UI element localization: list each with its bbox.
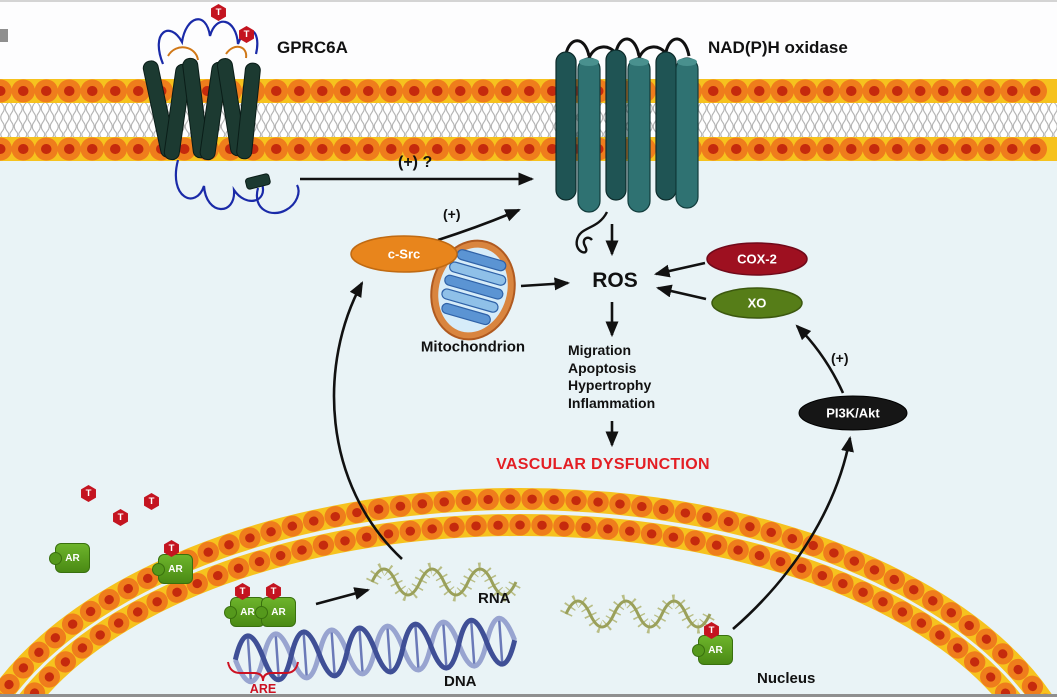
testosterone-badge: T: [144, 493, 159, 510]
ros-outcomes-list: Migration Apoptosis Hypertrophy Inflamma…: [568, 342, 655, 412]
xo-label: XO: [747, 295, 767, 311]
cox2-node: [706, 242, 808, 276]
xo-node: [711, 287, 803, 319]
arrow-pi3k-to-xo: [795, 324, 845, 394]
ar-label: AR: [168, 563, 183, 575]
testosterone-badge: T: [239, 26, 254, 43]
nadph-oxidase-structure: [555, 37, 699, 254]
arrow-csrc-to-nox: [437, 208, 521, 242]
nuclear-envelope: [0, 488, 1052, 694]
are-bracket: [227, 661, 299, 682]
testosterone-badge: T: [113, 509, 128, 526]
dna-label: DNA: [444, 673, 477, 690]
nadph-oxidase-label: NAD(P)H oxidase: [708, 38, 848, 57]
arrow-mito-to-ros: [520, 277, 571, 291]
outcome-migration: Migration: [568, 342, 631, 358]
pi3k-label: PI3K/Akt: [826, 405, 880, 421]
rna-strand-1: [366, 562, 522, 602]
arrows: [300, 172, 854, 630]
arrow-cox2-to-ros: [653, 261, 706, 278]
testosterone-badge: T: [211, 4, 226, 21]
arrow-genomic-to-csrc: [332, 281, 403, 560]
activation-pi3k-label: (+): [831, 350, 849, 366]
outcome-apoptosis: Apoptosis: [568, 359, 637, 376]
androgen-receptor-dimer-right: AR: [255, 597, 296, 627]
outcome-hypertrophy: Hypertrophy: [568, 377, 652, 393]
activation-csrc-label: (+): [443, 206, 461, 222]
testosterone-badge: T: [164, 540, 179, 557]
csrc-label: c-Src: [387, 246, 421, 262]
ar-label: AR: [708, 644, 723, 656]
nucleus-label: Nucleus: [757, 670, 816, 687]
rna-strand-2: [560, 594, 716, 634]
mitochondrion-label: Mitochondrion: [420, 338, 526, 356]
dna-helix: [232, 615, 518, 685]
pi3k-node: [798, 395, 908, 431]
csrc-node: [350, 235, 458, 273]
androgen-receptor: AR: [49, 543, 90, 573]
ar-label: AR: [240, 606, 255, 618]
arrow-dimer-to-rna: [315, 587, 371, 606]
arrow-ar-to-pi3k: [732, 435, 854, 630]
vascular-dysfunction-label: VASCULAR DYSFUNCTION: [496, 456, 710, 473]
testosterone-badge: T: [704, 622, 719, 639]
outcome-inflammation: Inflammation: [568, 394, 656, 411]
extracellular-space: [0, 2, 1057, 79]
arrow-xo-to-ros: [655, 284, 707, 301]
testosterone-badge: T: [266, 583, 281, 600]
ar-label: AR: [271, 606, 286, 618]
rna-label: RNA: [478, 590, 511, 607]
edge-artifact: [0, 29, 8, 42]
androgen-receptor: AR: [152, 554, 193, 584]
cox2-label: COX-2: [737, 251, 777, 267]
ros-label: ROS: [592, 269, 638, 292]
mitochondrion-graphic: [430, 239, 516, 341]
androgen-receptor: AR: [692, 635, 733, 665]
gprc6a-label: GPRC6A: [277, 38, 348, 57]
ar-label: AR: [65, 552, 80, 564]
testosterone-badge: T: [235, 583, 250, 600]
testosterone-badge: T: [81, 485, 96, 502]
activation-unknown-label: (+) ?: [398, 154, 433, 171]
are-label: ARE: [249, 682, 277, 696]
